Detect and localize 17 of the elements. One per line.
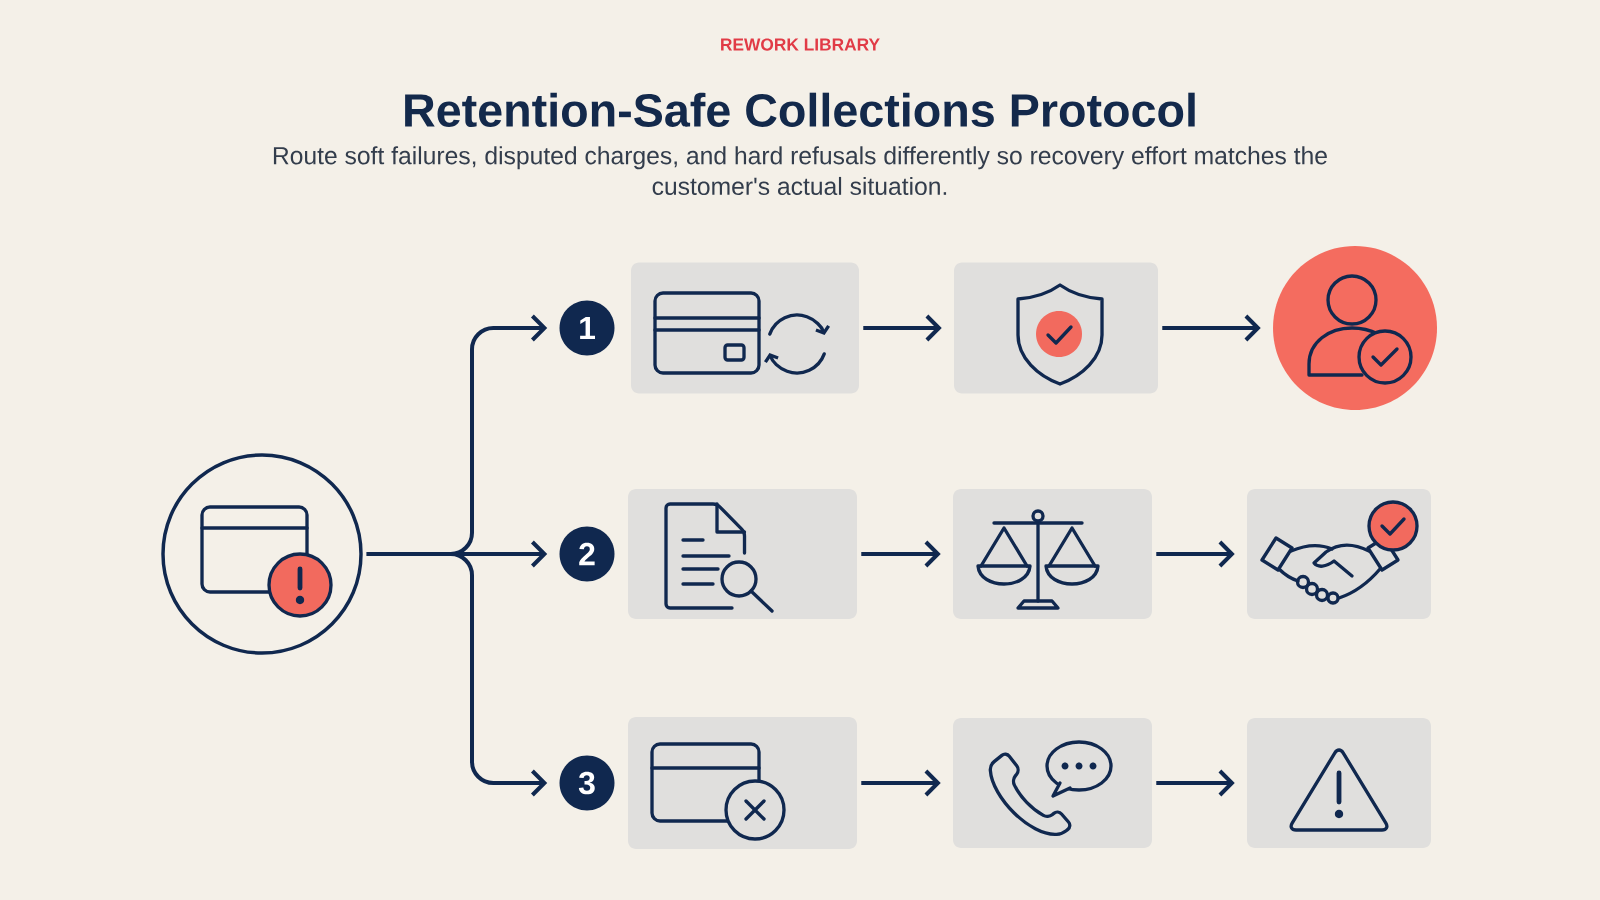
arrow bbox=[1156, 540, 1235, 568]
icon-tile bbox=[953, 489, 1152, 619]
branch-arrow bbox=[366, 552, 548, 797]
arrow bbox=[1162, 314, 1261, 342]
subtitle: Route soft failures, disputed charges, and hard refusals differently so recovery effort matches the customer's actual situation. bbox=[273, 146, 1327, 196]
arrow bbox=[861, 540, 941, 568]
arrow bbox=[861, 769, 941, 797]
arrow bbox=[863, 314, 942, 342]
eyebrow-label: REWORK LIBRARY bbox=[721, 38, 880, 51]
step-number: 2 bbox=[559, 526, 615, 582]
title: Retention-Safe Collections Protocol bbox=[405, 92, 1195, 127]
step-number: 1 bbox=[559, 300, 615, 356]
outline-circle bbox=[161, 453, 363, 655]
step-number: 3 bbox=[559, 755, 615, 811]
icon-tile bbox=[628, 489, 857, 619]
arrow bbox=[1156, 769, 1235, 797]
icon-tile bbox=[1247, 718, 1431, 848]
